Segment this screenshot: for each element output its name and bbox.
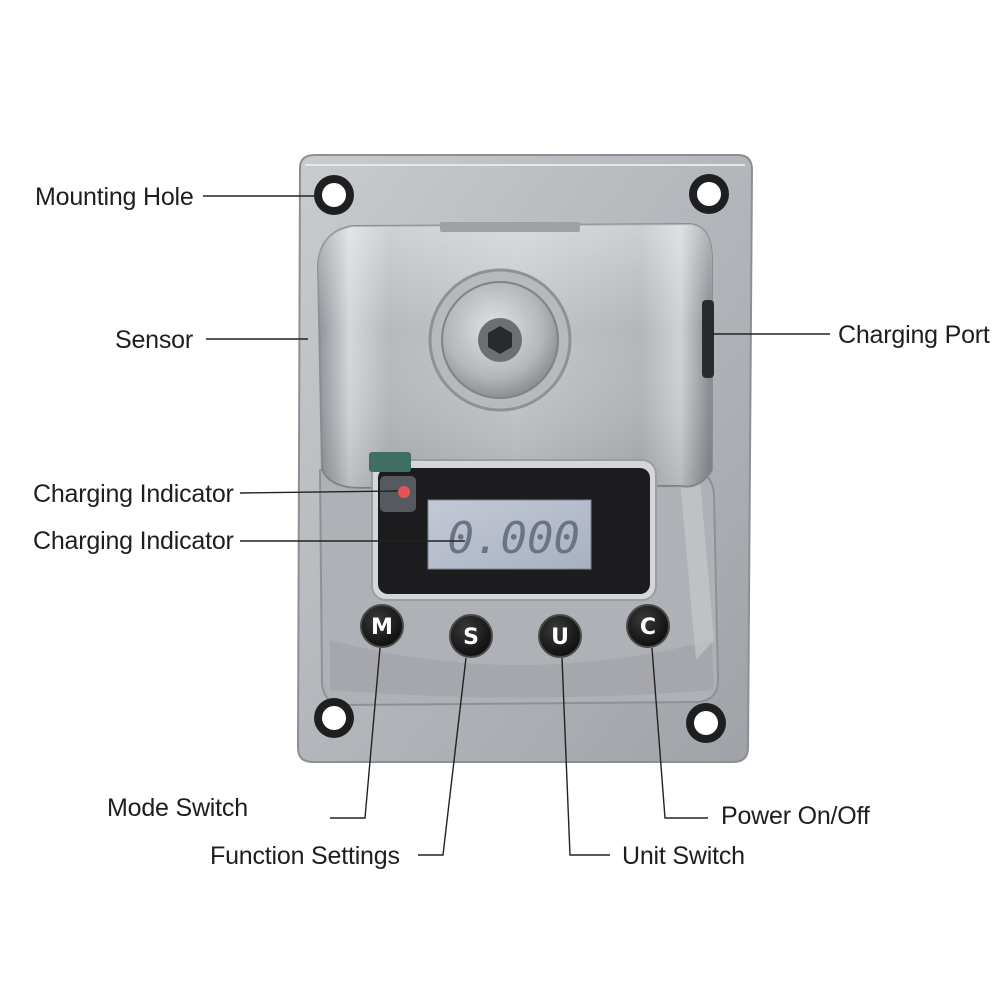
charging-port bbox=[702, 300, 714, 378]
lcd-screen bbox=[427, 499, 592, 570]
label-unit-switch: Unit Switch bbox=[622, 842, 745, 870]
leader-lines bbox=[203, 195, 830, 856]
label-function-settings: Function Settings bbox=[210, 842, 400, 870]
leader-unit-switch bbox=[561, 657, 610, 856]
label-power: Power On/Off bbox=[721, 802, 870, 830]
leader-power bbox=[651, 647, 708, 819]
leader-function-settings bbox=[418, 657, 467, 856]
label-charging-indicator-1: Charging Indicator bbox=[33, 480, 234, 508]
function-settings-button[interactable]: S bbox=[449, 614, 493, 658]
label-charging-port: Charging Port bbox=[838, 321, 990, 349]
lcd-reading: 0.000 bbox=[448, 513, 580, 564]
unit-switch-button[interactable]: U bbox=[538, 614, 582, 658]
label-sensor: Sensor bbox=[115, 326, 194, 354]
hex-socket-icon bbox=[488, 326, 512, 354]
display-panel: 0.000 bbox=[369, 452, 657, 601]
button-row: M S U C bbox=[360, 604, 670, 658]
leader-charging-indicator-1 bbox=[239, 490, 399, 494]
mounting-holes bbox=[314, 174, 729, 743]
sensor-knob bbox=[428, 268, 572, 412]
label-charging-indicator-2: Charging Indicator bbox=[33, 527, 234, 555]
power-button[interactable]: C bbox=[626, 604, 670, 648]
mode-button[interactable]: M bbox=[360, 604, 404, 648]
label-mode-switch: Mode Switch bbox=[107, 794, 248, 822]
function-settings-button-label: S bbox=[463, 625, 479, 650]
power-button-label: C bbox=[640, 615, 656, 640]
indicator-tab bbox=[369, 452, 411, 472]
charging-indicator-led-icon bbox=[398, 486, 410, 498]
leader-mode-switch bbox=[330, 647, 381, 819]
unit-switch-button-label: U bbox=[551, 625, 569, 650]
charging-indicator-led-housing bbox=[380, 476, 416, 512]
mode-button-label: M bbox=[371, 615, 393, 640]
label-mounting-hole: Mounting Hole bbox=[35, 183, 194, 211]
